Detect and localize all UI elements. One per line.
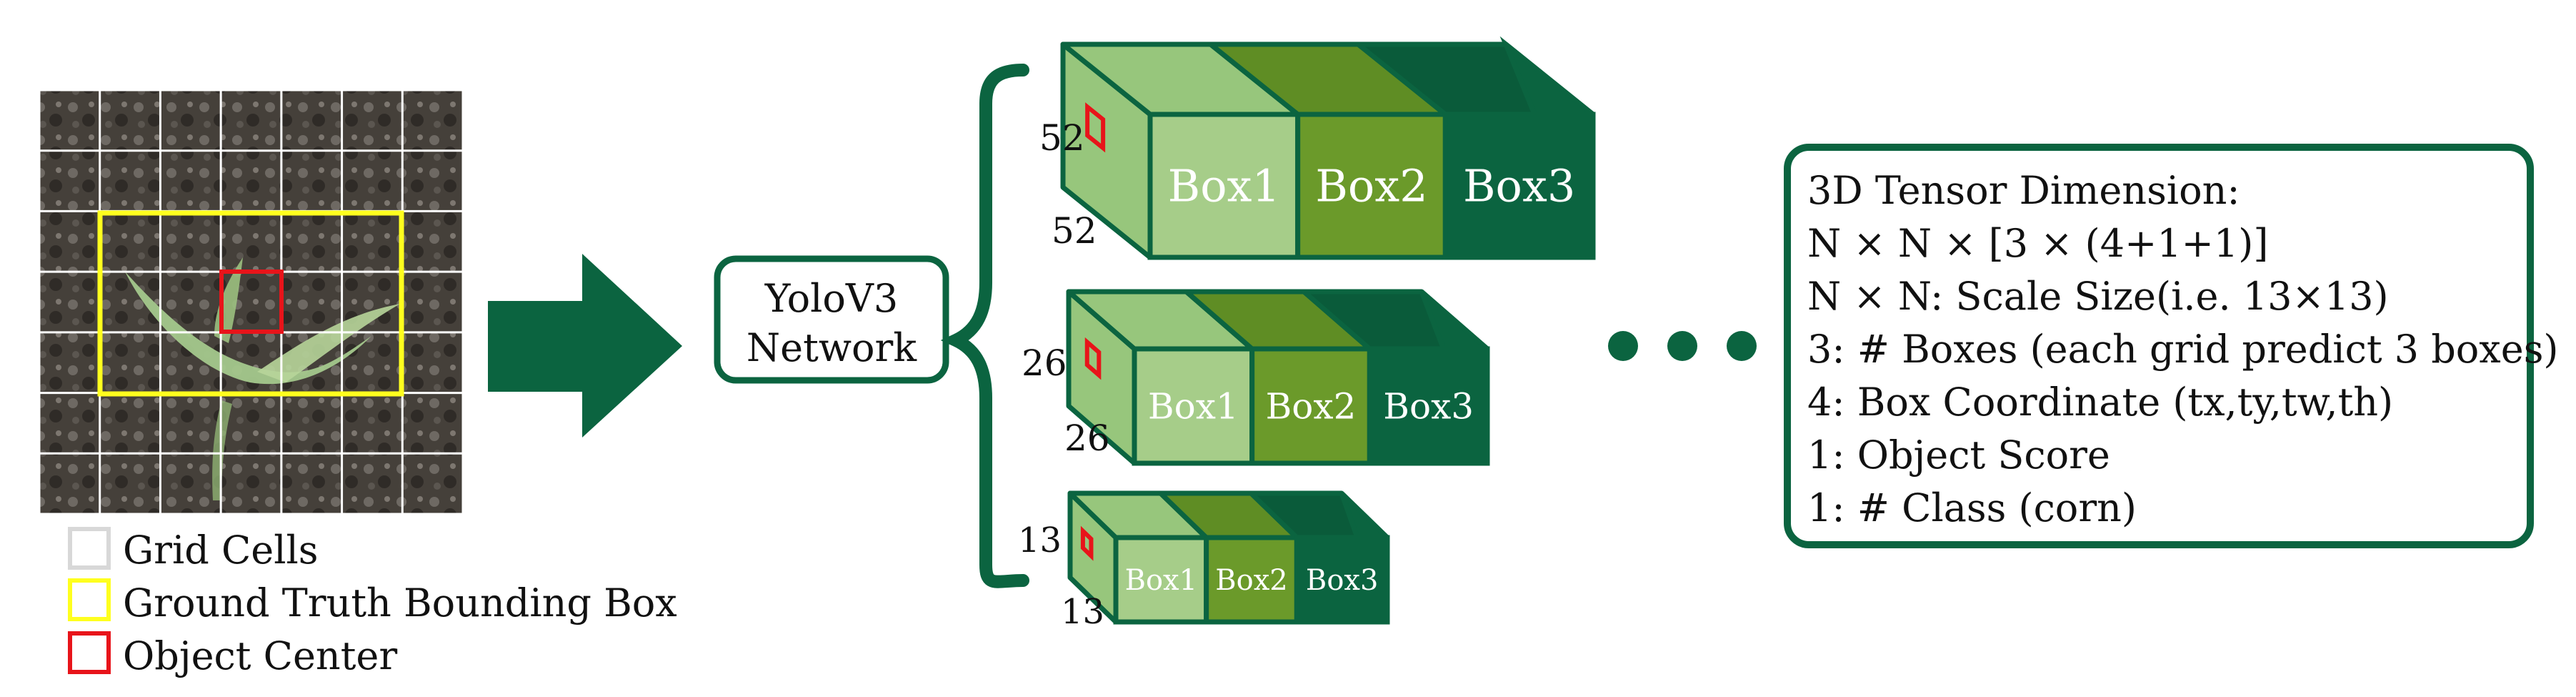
tensor-block-26: Box1 Box2 Box3 26 26 <box>1022 289 1490 466</box>
network-label-line1: YoloV3 <box>764 276 899 321</box>
ground-truth-box <box>97 210 404 397</box>
tensor-depth-label: 26 <box>1064 417 1110 459</box>
object-cell-marker <box>1080 525 1094 561</box>
network-box: YoloV3 Network <box>714 255 949 384</box>
tensor-front-face <box>1294 535 1390 625</box>
curly-brace-icon <box>940 64 1029 588</box>
tensor-front-face <box>1132 346 1255 466</box>
tensor-depth-label: 13 <box>1061 592 1104 632</box>
legend-center-label: Object Center <box>123 633 397 678</box>
tensor-front-face <box>1295 112 1448 260</box>
tensor-height-label: 13 <box>1018 520 1062 560</box>
tensor-front-face <box>1249 346 1372 466</box>
right-arrow-icon <box>488 254 682 438</box>
legend: Grid Cells Ground Truth Bounding Box Obj… <box>68 527 677 678</box>
info-line: N × N × [3 × (4+1+1)] <box>1807 221 2268 266</box>
info-line: N × N: Scale Size(i.e. 13×13) <box>1807 274 2389 319</box>
box-label: Box3 <box>1383 386 1474 427</box>
tensor-height-label: 26 <box>1022 342 1067 384</box>
info-line: 4: Box Coordinate (tx,ty,tw,th) <box>1807 380 2393 425</box>
legend-ground-truth-label: Ground Truth Bounding Box <box>123 580 677 626</box>
tensor-front-face <box>1367 346 1490 466</box>
info-line: 1: # Class (corn) <box>1807 485 2137 530</box>
soil-background <box>39 90 463 514</box>
object-center-box <box>219 270 284 334</box>
box-label: Box3 <box>1463 160 1575 212</box>
tensor-block-13: Box1 Box2 Box3 13 13 <box>1018 490 1390 632</box>
box-label: Box1 <box>1168 160 1280 212</box>
tensor-block-52: Box1 Box2 Box3 52 52 <box>1039 36 1596 260</box>
tensor-front-face <box>1442 112 1596 260</box>
tensor-height-label: 52 <box>1039 117 1085 159</box>
info-line: 1: Object Score <box>1807 432 2110 478</box>
input-image <box>38 89 464 515</box>
info-line: 3: # Boxes (each grid predict 3 boxes) <box>1807 327 2558 372</box>
tensor-depth-label: 52 <box>1052 210 1097 252</box>
legend-center-swatch <box>68 631 111 674</box>
info-line: 3D Tensor Dimension: <box>1807 168 2240 213</box>
network-label-line2: Network <box>747 325 917 370</box>
tensor-info-box: 3D Tensor Dimension: N × N × [3 × (4+1+1)… <box>1784 144 2558 548</box>
legend-grid-label: Grid Cells <box>123 528 318 573</box>
box-label: Box1 <box>1125 564 1197 597</box>
box-label: Box2 <box>1215 564 1287 597</box>
legend-ground-truth-swatch <box>68 578 111 621</box>
legend-grid-swatch <box>68 527 111 570</box>
box-label: Box1 <box>1148 386 1239 427</box>
object-cell-marker <box>1085 102 1106 153</box>
box-label: Box3 <box>1306 564 1378 597</box>
object-cell-marker <box>1084 337 1102 380</box>
box-label: Box2 <box>1315 160 1427 212</box>
box-label: Box2 <box>1266 386 1357 427</box>
ellipsis-dots-icon <box>1608 331 1757 361</box>
